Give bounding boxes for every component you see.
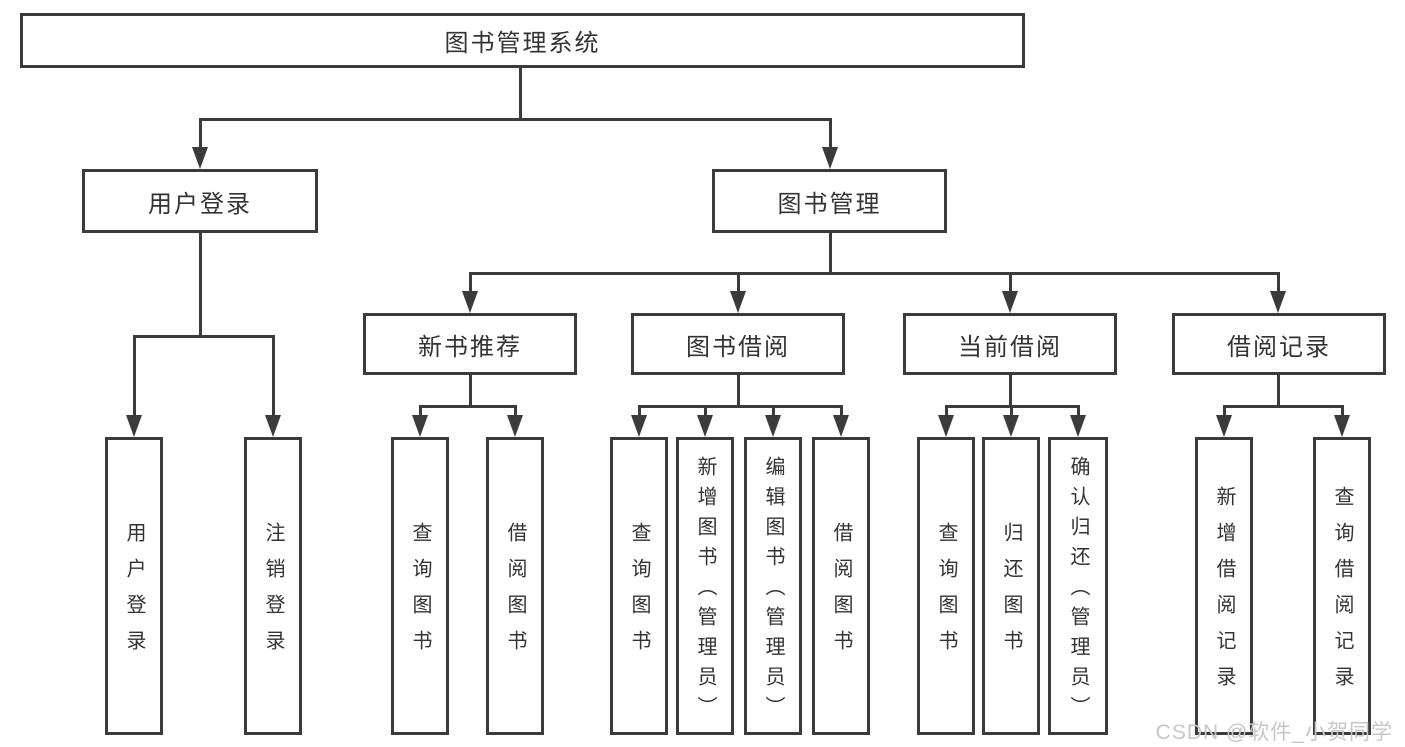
v-line — [945, 405, 948, 415]
leaf-label: 确认归还（管理员） — [1067, 456, 1089, 726]
leaf-label: 借阅图书 — [504, 522, 526, 666]
leaf-query-books-borrowing: 查询图书 — [610, 437, 668, 735]
node-new-book-recommendation: 新书推荐 — [363, 313, 577, 375]
v-line — [1077, 405, 1080, 415]
arrow-down-icon — [822, 147, 838, 169]
csdn-watermark: CSDN @软件_小贺同学 — [1155, 721, 1393, 744]
arrow-down-icon — [192, 147, 208, 169]
node-book-management: 图书管理 — [712, 169, 947, 233]
h-line — [638, 405, 842, 408]
v-line — [1009, 272, 1012, 291]
h-line — [199, 118, 832, 121]
leaf-add-books-admin: 新增图书（管理员） — [676, 437, 734, 735]
h-line — [133, 335, 275, 338]
arrow-down-icon — [507, 415, 523, 437]
v-line — [737, 272, 740, 291]
leaf-label: 新增借阅记录 — [1213, 486, 1235, 702]
node-book-borrowing: 图书借阅 — [631, 313, 845, 375]
leaf-label: 查询图书 — [409, 522, 431, 666]
v-line — [469, 272, 472, 291]
v-line — [469, 375, 472, 405]
arrow-down-icon — [1070, 415, 1086, 437]
v-line — [1277, 375, 1280, 405]
leaf-logout: 注销登录 — [244, 437, 302, 735]
node-label: 当前借阅 — [958, 333, 1062, 361]
arrow-down-icon — [765, 415, 781, 437]
v-line — [199, 233, 202, 335]
node-label: 新书推荐 — [418, 333, 522, 361]
node-label: 图书借阅 — [686, 333, 790, 361]
arrow-down-icon — [265, 415, 281, 437]
leaf-confirm-return-admin: 确认归还（管理员） — [1048, 437, 1108, 735]
v-line — [419, 405, 422, 415]
v-line — [1010, 405, 1013, 415]
arrow-down-icon — [1270, 291, 1286, 313]
leaf-label: 归还图书 — [1000, 522, 1022, 666]
node-current-borrowing: 当前借阅 — [903, 313, 1117, 375]
v-line — [199, 118, 202, 147]
v-line — [1009, 375, 1012, 405]
arrow-down-icon — [412, 415, 428, 437]
h-line — [469, 272, 1280, 275]
v-line — [1223, 405, 1226, 415]
leaf-label: 查询图书 — [628, 522, 650, 666]
v-line — [829, 233, 832, 272]
arrow-down-icon — [938, 415, 954, 437]
node-label: 图书管理 — [777, 190, 882, 218]
leaf-query-books-current: 查询图书 — [917, 437, 975, 735]
node-user-login: 用户登录 — [82, 169, 318, 233]
leaf-user-login: 用户登录 — [105, 437, 163, 735]
node-label: 图书管理系统 — [444, 30, 601, 57]
leaf-add-borrow-record: 新增借阅记录 — [1195, 437, 1253, 735]
leaf-label: 注销登录 — [262, 522, 284, 666]
arrow-down-icon — [730, 291, 746, 313]
v-line — [840, 405, 843, 415]
leaf-return-books: 归还图书 — [982, 437, 1040, 735]
node-borrowing-records: 借阅记录 — [1172, 313, 1386, 375]
leaf-label: 编辑图书（管理员） — [762, 456, 784, 726]
leaf-label: 用户登录 — [123, 522, 145, 666]
v-line — [133, 335, 136, 415]
arrow-down-icon — [697, 415, 713, 437]
arrow-down-icon — [1334, 415, 1350, 437]
leaf-borrow-books-recommend: 借阅图书 — [486, 437, 544, 735]
h-line — [1223, 405, 1344, 408]
node-root-library-system: 图书管理系统 — [20, 13, 1025, 68]
node-label: 用户登录 — [148, 190, 252, 218]
arrow-down-icon — [631, 415, 647, 437]
leaf-query-books-recommend: 查询图书 — [391, 437, 449, 735]
arrow-down-icon — [1003, 415, 1019, 437]
h-line — [419, 405, 517, 408]
v-line — [514, 405, 517, 415]
arrow-down-icon — [1002, 291, 1018, 313]
node-label: 借阅记录 — [1227, 333, 1331, 361]
arrow-down-icon — [126, 415, 142, 437]
v-line — [704, 405, 707, 415]
arrow-down-icon — [462, 291, 478, 313]
v-line — [519, 68, 522, 118]
v-line — [737, 375, 740, 405]
leaf-query-borrow-record: 查询借阅记录 — [1313, 437, 1371, 735]
leaf-label: 查询借阅记录 — [1331, 486, 1353, 702]
arrow-down-icon — [833, 415, 849, 437]
v-line — [1341, 405, 1344, 415]
v-line — [638, 405, 641, 415]
v-line — [772, 405, 775, 415]
arrow-down-icon — [1216, 415, 1232, 437]
v-line — [272, 335, 275, 415]
leaf-label: 新增图书（管理员） — [694, 456, 716, 726]
leaf-borrow-books-borrowing: 借阅图书 — [812, 437, 870, 735]
v-line — [829, 118, 832, 147]
leaf-label: 借阅图书 — [830, 522, 852, 666]
leaf-label: 查询图书 — [935, 522, 957, 666]
leaf-edit-books-admin: 编辑图书（管理员） — [744, 437, 802, 735]
v-line — [1277, 272, 1280, 291]
